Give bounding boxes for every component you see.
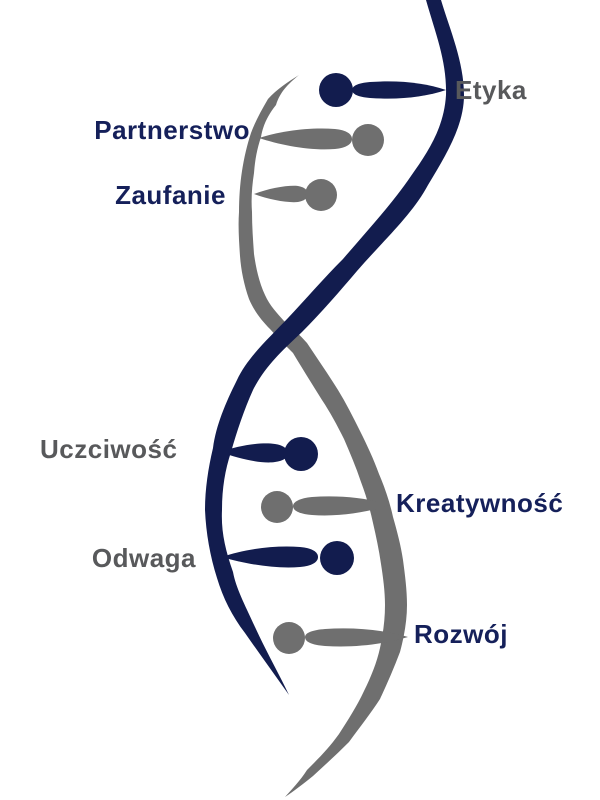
connector-rozwoj bbox=[305, 628, 408, 647]
connector-partnerstwo bbox=[259, 128, 352, 150]
node-partnerstwo bbox=[352, 124, 384, 156]
value-label-rozwoj: Rozwój bbox=[414, 619, 508, 649]
connector-zaufanie bbox=[254, 185, 308, 203]
connector-etyka bbox=[352, 81, 446, 99]
node-uczciwosc bbox=[284, 437, 318, 471]
node-zaufanie bbox=[305, 179, 337, 211]
node-etyka bbox=[319, 73, 353, 107]
connector-uczciwosc bbox=[220, 443, 288, 463]
value-label-odwaga: Odwaga bbox=[92, 543, 196, 573]
gray-helix-strand bbox=[238, 75, 407, 797]
connector-kreatywnosc bbox=[293, 496, 390, 516]
node-odwaga bbox=[320, 541, 354, 575]
value-label-zaufanie: Zaufanie bbox=[115, 180, 226, 210]
value-label-uczciwosc: Uczciwość bbox=[40, 434, 177, 464]
node-rozwoj bbox=[273, 622, 305, 654]
value-label-partnerstwo: Partnerstwo bbox=[94, 115, 250, 145]
value-label-etyka: Etyka bbox=[455, 75, 527, 105]
node-kreatywnosc bbox=[261, 491, 293, 523]
value-label-kreatywnosc: Kreatywność bbox=[396, 488, 563, 518]
connector-odwaga bbox=[222, 546, 318, 568]
